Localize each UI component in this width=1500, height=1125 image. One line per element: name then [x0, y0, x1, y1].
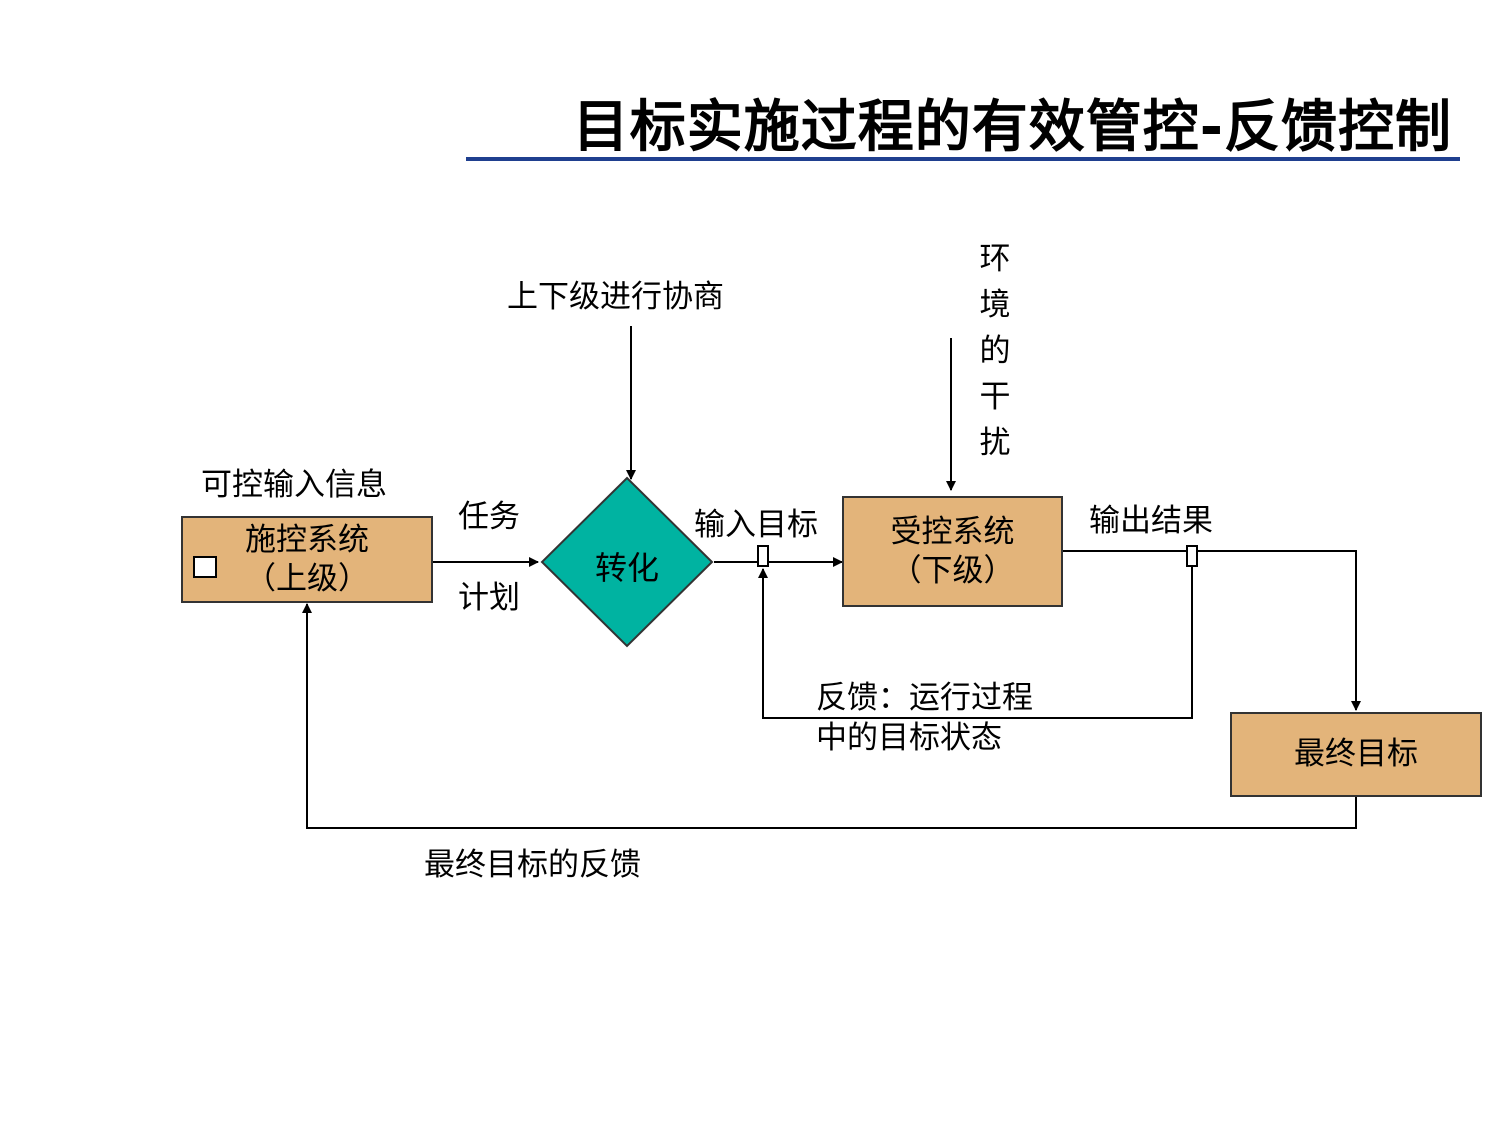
- arrow-feedback-loop: [758, 566, 1193, 719]
- controlled-system-box: 受控系统 （下级）: [842, 496, 1063, 607]
- controller-line2: （上级）: [245, 560, 369, 597]
- plan-label: 计划: [458, 580, 520, 616]
- controlled-line1: 受控系统: [890, 513, 1015, 550]
- junction-output: [1186, 545, 1198, 567]
- feedback-label-line2: 中的目标状态: [816, 720, 1002, 756]
- task-label: 任务: [458, 499, 520, 535]
- environment-interference-label: 环 境 的 干 扰: [979, 241, 1011, 461]
- title-underline: [466, 157, 1460, 161]
- controller-checkbox[interactable]: [193, 556, 217, 578]
- junction-input: [757, 545, 769, 567]
- input-goal-label: 输入目标: [694, 507, 818, 543]
- final-goal-box: 最终目标: [1230, 712, 1482, 797]
- controller-system-box: 施控系统 （上级）: [181, 516, 433, 603]
- feedback-label-line1: 反馈：运行过程: [816, 680, 1033, 716]
- arrow-controlled-to-final: [1062, 550, 1361, 711]
- arrow-final-feedback: [302, 603, 1357, 829]
- controller-line1: 施控系统: [245, 521, 369, 558]
- page-title: 目标实施过程的有效管控-反馈控制: [572, 95, 1452, 160]
- output-result-label: 输出结果: [1089, 503, 1213, 539]
- final-goal-label: 最终目标: [1294, 736, 1418, 773]
- final-feedback-label: 最终目标的反馈: [424, 847, 641, 883]
- controlled-line2: （下级）: [890, 552, 1015, 589]
- negotiation-label: 上下级进行协商: [507, 279, 724, 315]
- transform-diamond: [540, 476, 714, 648]
- controllable-input-label: 可控输入信息: [201, 467, 387, 503]
- transform-label: 转化: [595, 549, 660, 587]
